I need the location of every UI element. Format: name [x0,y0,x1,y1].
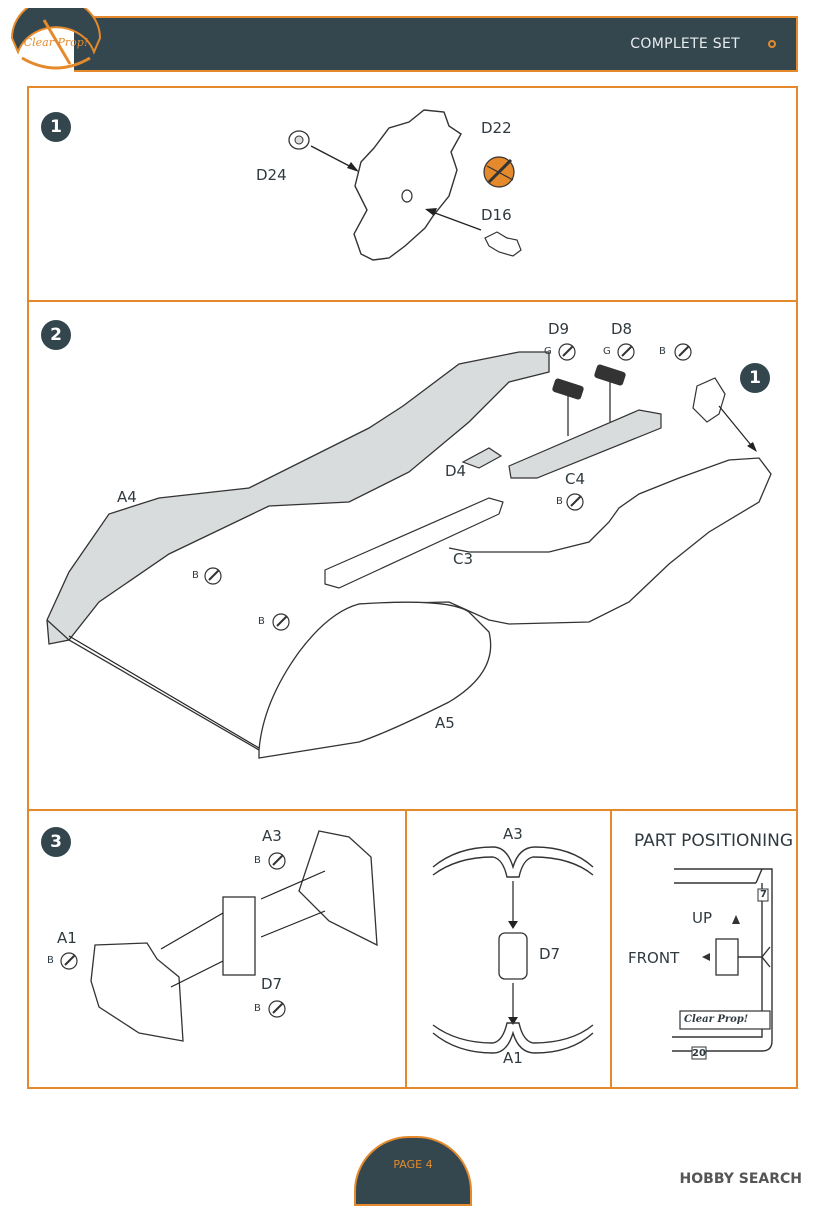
glue-label-b-a4: B [192,570,199,581]
part-label-a4: A4 [117,488,137,506]
part-label-a5: A5 [435,714,455,732]
step2-panel: 2 1 D9 D8 G G B A [27,300,798,811]
label-front: FRONT [628,949,680,967]
step1-badge: 1 [41,112,71,142]
svg-text:Clear Prop!: Clear Prop! [24,36,89,49]
glue-label-b-a1: B [47,955,54,966]
watermark: HOBBY SEARCH [679,1171,802,1187]
page-tab: PAGE 4 [354,1136,472,1206]
step3-badge: 3 [41,827,71,857]
glue-label-b-d7: B [254,1003,261,1014]
step2-badge: 2 [41,320,71,350]
step-reference-badge: 1 [740,363,770,393]
header-bar: COMPLETE SET [74,16,798,72]
part-label-d9: D9 [548,320,570,338]
step3-drawing [60,830,378,1042]
label-up: UP [692,909,713,927]
part-label-d24: D24 [256,166,287,184]
detail-drawing [432,846,594,1054]
glue-label-g-d8: G [603,346,611,357]
glue-label-b-a3: B [254,855,261,866]
step3-panel: 3 A3 B A1 B D7 B [27,809,407,1089]
detail-panel: A3 D7 A1 [405,809,612,1089]
sprue-drawing [672,868,773,1060]
detail-label-a1: A1 [503,1049,523,1067]
part-label-a1: A1 [57,929,77,947]
glue-label-b-a5: B [258,616,265,627]
detail-label-a3: A3 [503,825,523,843]
step2-drawing [46,343,772,759]
part-label-d7: D7 [261,975,283,993]
header-dot-icon [768,40,776,48]
part-label-a3: A3 [262,827,282,845]
glue-label-g-d9: G [544,346,552,357]
detail-label-d7: D7 [539,945,561,963]
part-label-d4: D4 [445,462,467,480]
page-number: PAGE 4 [393,1158,433,1171]
sprue-number-bottom: 20 [692,1048,706,1059]
brand-logo: Clear Prop! [10,8,102,70]
part-label-d16: D16 [481,206,512,224]
part-label-c4: C4 [565,470,586,488]
glue-label-b-c4: B [556,496,563,507]
sprue-brand-text: Clear Prop! [684,1014,749,1025]
step1-panel: 1 D24 D22 D16 [27,86,798,302]
sprue-number-top: 7 [760,889,767,900]
part-label-d8: D8 [611,320,633,338]
part-label-c3: C3 [453,550,474,568]
part-positioning-title: PART POSITIONING [634,831,793,851]
header-title: COMPLETE SET [630,36,740,52]
part-label-d22: D22 [481,119,512,137]
glue-label-b-disc: B [659,346,666,357]
step1-drawing [288,109,522,261]
part-positioning-panel: PART POSITIONING 7 UP FRONT Clear Prop! … [610,809,798,1089]
